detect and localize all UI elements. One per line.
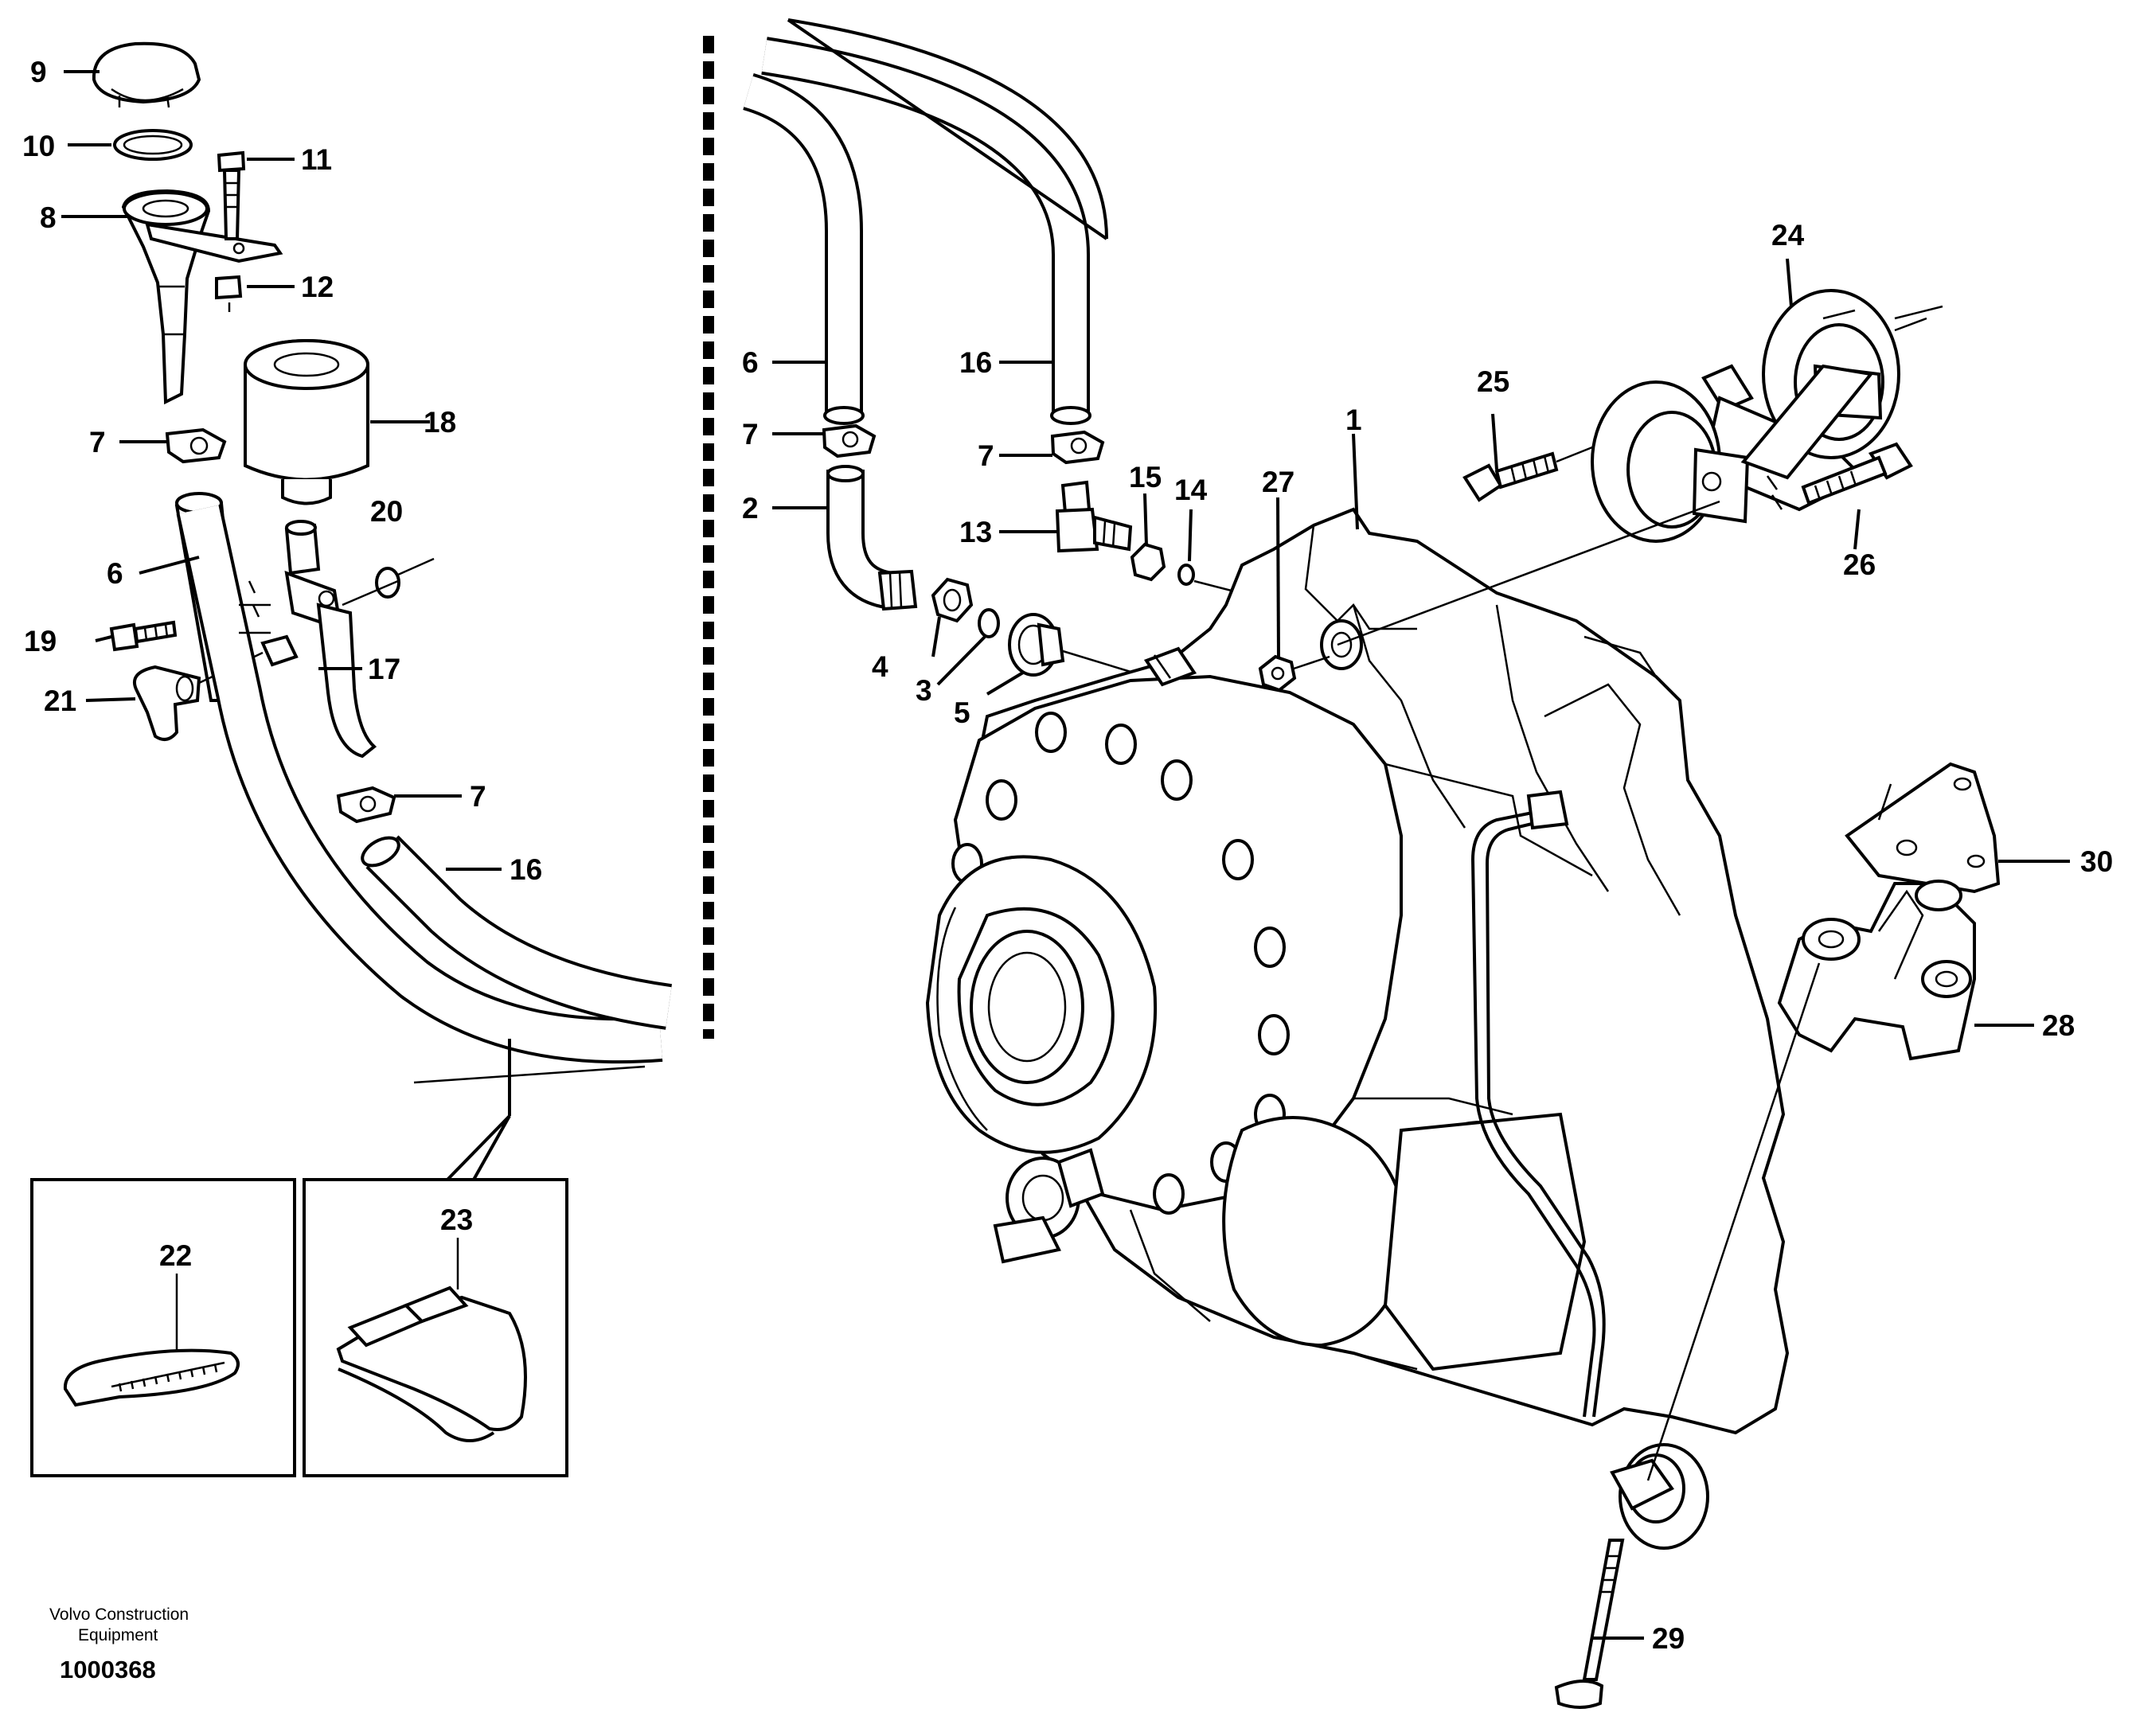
brand-line-1: Volvo Construction [49, 1605, 189, 1624]
callout-7d: 7 [978, 439, 994, 472]
part-8-filler-tube [121, 189, 283, 405]
callout-27: 27 [1262, 466, 1294, 498]
callout-18: 18 [424, 406, 456, 439]
callout-labels: 9 10 8 11 12 18 7 20 6 19 17 21 7 16 6 7… [22, 56, 2113, 1655]
callout-28: 28 [2042, 1009, 2075, 1042]
callout-21: 21 [44, 685, 76, 717]
callout-7c: 7 [742, 418, 759, 451]
part-19-bolt [109, 620, 178, 652]
brand-line-2: Equipment [78, 1626, 158, 1644]
callout-14: 14 [1174, 474, 1208, 506]
part-28-mount-bracket [1777, 880, 1976, 1061]
part-26-bolt [1766, 442, 1913, 510]
part-27-nut [1258, 654, 1297, 692]
callout-11: 11 [301, 143, 332, 176]
part-5-adapter [1008, 613, 1065, 677]
callout-6a: 6 [107, 557, 123, 590]
lower-left-boss [993, 1148, 1105, 1264]
callout-22: 22 [159, 1239, 192, 1272]
lower-output-flange [1222, 1112, 1587, 1371]
callout-15: 15 [1129, 461, 1162, 493]
part-7-hose-clamp-right [1050, 430, 1105, 465]
callout-19: 19 [24, 625, 57, 657]
part-13-tee-fitting [1055, 480, 1133, 553]
callout-25: 25 [1477, 365, 1509, 398]
part-7-hose-clamp-center [822, 423, 877, 458]
detail-box-22 [30, 1178, 296, 1477]
part-30-plate [1845, 762, 2001, 894]
callout-5: 5 [954, 696, 970, 729]
filler-cap-assembly [92, 41, 672, 1084]
part-3-o-ring [978, 608, 1000, 638]
leader-lines [61, 70, 2070, 1640]
part-20-washer [375, 567, 400, 599]
callout-2: 2 [742, 492, 759, 525]
callout-23: 23 [440, 1203, 473, 1236]
callout-7b: 7 [470, 780, 486, 813]
part-15-nut [1130, 542, 1166, 582]
part-14-o-ring [1177, 564, 1195, 586]
drawing-id: 1000368 [60, 1656, 156, 1683]
callout-12: 12 [301, 271, 334, 303]
callout-7a: 7 [89, 426, 106, 458]
callout-13: 13 [959, 516, 992, 548]
callout-24: 24 [1771, 219, 1805, 252]
callout-10: 10 [22, 130, 55, 162]
part-29-bolt [1554, 1539, 1625, 1709]
part-21-elbow-fitting [132, 665, 201, 741]
callout-8: 8 [40, 201, 57, 234]
callout-17: 17 [368, 653, 400, 685]
callout-4: 4 [872, 650, 888, 683]
part-2-bent-hose [826, 465, 918, 611]
footer: Volvo Construction Equipment 1000368 [49, 1605, 189, 1683]
output-flange [925, 855, 1158, 1154]
part-24-torque-rod [1591, 289, 1943, 543]
part-11-bolt [217, 150, 246, 240]
callout-1: 1 [1345, 404, 1362, 436]
part-4-nut [931, 577, 974, 623]
callout-6b: 6 [742, 346, 759, 379]
callout-3: 3 [916, 674, 932, 707]
part-18-breather-filter [244, 339, 369, 505]
part-25-bolt [1462, 446, 1593, 502]
callout-26: 26 [1843, 548, 1876, 581]
flange-bolt-bosses [951, 712, 1290, 1215]
part-17-breather-pipe [284, 520, 377, 759]
part-7-hose-clamp [165, 427, 227, 464]
part-7-hose-clamp-lower [336, 786, 396, 824]
part-10-seal-ring [113, 129, 193, 161]
part-9-filler-cap [92, 41, 201, 108]
callout-29: 29 [1652, 1622, 1685, 1655]
hose-run-left [176, 504, 672, 1064]
callout-9: 9 [30, 56, 47, 88]
part-12-nut [215, 275, 243, 300]
callout-16b: 16 [959, 346, 992, 379]
callout-20: 20 [370, 495, 403, 528]
callout-30: 30 [2080, 845, 2113, 878]
part-1-transfer-gearbox [925, 507, 1790, 1435]
hose-run-center [742, 18, 1108, 425]
callout-16a: 16 [510, 853, 542, 886]
detail-box-23 [303, 1178, 568, 1477]
lower-mount-bushing [1610, 1443, 1709, 1550]
